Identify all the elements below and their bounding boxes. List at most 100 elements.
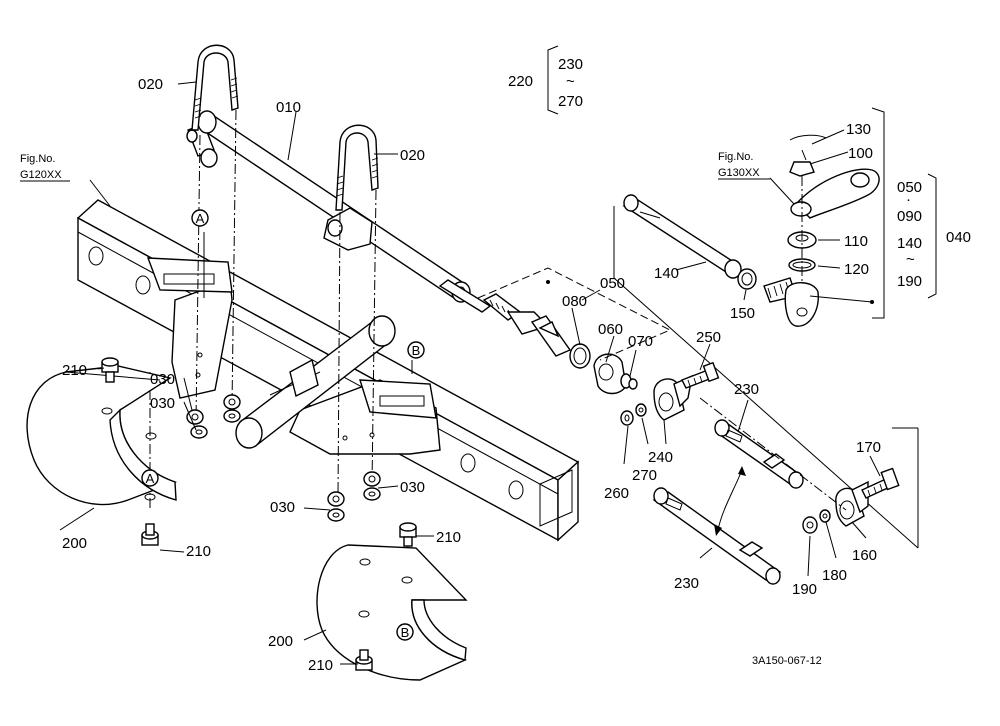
bracket-220 bbox=[547, 45, 559, 115]
callout-030-c: 030 bbox=[270, 499, 295, 516]
callout-040: 040 bbox=[946, 229, 971, 246]
svg-text:190: 190 bbox=[897, 273, 922, 290]
figure-ref-right: Fig.No. G130XX bbox=[718, 151, 770, 180]
leader-dot-050 bbox=[809, 295, 873, 303]
swap-arrow bbox=[717, 469, 743, 531]
callout-140: 140 bbox=[654, 265, 679, 282]
nuts-030 bbox=[186, 394, 381, 522]
tie-rod-outer-end bbox=[763, 134, 880, 327]
callout-030-b: 030 bbox=[150, 395, 175, 412]
callout-200-a: 200 bbox=[62, 535, 87, 552]
svg-text:Fig.No.: Fig.No. bbox=[20, 153, 55, 165]
callout-080: 080 bbox=[562, 293, 587, 310]
callout-030-d: 030 bbox=[400, 479, 425, 496]
svg-text:A: A bbox=[146, 471, 155, 486]
callout-060: 060 bbox=[598, 321, 623, 338]
svg-text:050: 050 bbox=[897, 179, 922, 196]
callout-020-right: 020 bbox=[400, 147, 425, 164]
part-callouts: 020 020 010 030 030 030 030 210 210 210 … bbox=[62, 73, 971, 674]
bolt-170 bbox=[861, 467, 900, 499]
bracket-040 bbox=[927, 173, 937, 299]
marker-a-upper: A bbox=[191, 209, 209, 227]
callout-180: 180 bbox=[822, 567, 847, 584]
callout-210-d: 210 bbox=[308, 657, 333, 674]
centerline-3 bbox=[337, 211, 341, 496]
svg-text:~: ~ bbox=[906, 251, 915, 268]
u-bolt-left bbox=[191, 44, 239, 131]
callout-170: 170 bbox=[856, 439, 881, 456]
svg-text:B: B bbox=[401, 625, 410, 640]
shaft-230-upper bbox=[714, 419, 804, 489]
dot-marker-1 bbox=[870, 300, 874, 304]
centerline-10 bbox=[699, 397, 847, 511]
nut-260-washer-270 bbox=[620, 403, 647, 426]
svg-text:270: 270 bbox=[558, 93, 583, 110]
callout-190: 190 bbox=[792, 581, 817, 598]
nut-190-washer-180 bbox=[802, 509, 831, 534]
svg-text:G120XX: G120XX bbox=[20, 169, 62, 181]
clamp-160 bbox=[835, 480, 869, 527]
bracket-040-list: 050 · 090 140 ~ 190 bbox=[897, 179, 922, 290]
figure-ref-left: Fig.No. G120XX bbox=[20, 153, 70, 182]
swap-arrowhead-bottom bbox=[714, 524, 722, 536]
callout-050: 050 bbox=[600, 275, 625, 292]
guard-cover-left bbox=[26, 365, 178, 506]
bolts-210 bbox=[101, 357, 417, 671]
callout-110: 110 bbox=[844, 233, 868, 250]
callout-250: 250 bbox=[696, 329, 721, 346]
tie-rod-inner-end bbox=[482, 293, 572, 357]
centerline-4 bbox=[371, 189, 377, 486]
shaft-230-lower bbox=[652, 487, 782, 585]
clamp-240 bbox=[653, 374, 693, 421]
svg-text:G130XX: G130XX bbox=[718, 167, 760, 179]
callout-210-a: 210 bbox=[62, 362, 87, 379]
svg-text:·: · bbox=[906, 191, 911, 208]
callout-130: 130 bbox=[846, 121, 871, 138]
swap-arrowhead-top bbox=[738, 466, 746, 476]
bolt-250 bbox=[681, 361, 720, 389]
callout-260: 260 bbox=[604, 485, 629, 502]
guard-cover-bottom bbox=[316, 544, 468, 681]
callout-100: 100 bbox=[848, 145, 873, 162]
pivot-shaft bbox=[235, 315, 396, 449]
callout-200-b: 200 bbox=[268, 633, 293, 650]
steering-rod bbox=[622, 194, 757, 290]
marker-b-lower: B bbox=[396, 623, 414, 641]
callout-160: 160 bbox=[852, 547, 877, 564]
svg-text:A: A bbox=[196, 211, 205, 226]
callout-230-lower: 230 bbox=[674, 575, 699, 592]
callout-240: 240 bbox=[648, 449, 673, 466]
centerline-1 bbox=[231, 109, 237, 406]
callout-230-upper: 230 bbox=[734, 381, 759, 398]
centerline-2 bbox=[195, 134, 201, 421]
mounting-bracket-plate bbox=[146, 257, 441, 455]
svg-text:~: ~ bbox=[566, 73, 575, 90]
callout-020-left: 020 bbox=[138, 76, 163, 93]
svg-text:140: 140 bbox=[897, 235, 922, 252]
drawing-code: 3A150-067-12 bbox=[752, 655, 822, 667]
callout-030-a: 030 bbox=[150, 371, 175, 388]
svg-text:Fig.No.: Fig.No. bbox=[718, 151, 753, 163]
callout-210-c: 210 bbox=[436, 529, 461, 546]
callout-010: 010 bbox=[276, 99, 301, 116]
callout-210-b: 210 bbox=[186, 543, 211, 560]
u-bolt-right bbox=[335, 124, 379, 211]
callout-270: 270 bbox=[632, 467, 657, 484]
callout-120: 120 bbox=[844, 261, 869, 278]
callout-070: 070 bbox=[628, 333, 653, 350]
svg-text:090: 090 bbox=[897, 208, 922, 225]
leader-lines bbox=[59, 81, 881, 665]
marker-a-lower: A bbox=[141, 469, 159, 487]
bracket-right bbox=[871, 107, 885, 319]
callout-150: 150 bbox=[730, 305, 755, 322]
marker-b-upper: B bbox=[407, 341, 425, 359]
boot-060-and-rings bbox=[569, 343, 638, 395]
steering-cylinder bbox=[186, 110, 492, 313]
svg-text:230: 230 bbox=[558, 56, 583, 73]
svg-text:B: B bbox=[412, 343, 421, 358]
group-box-050 bbox=[477, 267, 672, 361]
bracket-220-list: 230 ~ 270 bbox=[558, 56, 583, 110]
dot-marker-2 bbox=[546, 280, 550, 284]
